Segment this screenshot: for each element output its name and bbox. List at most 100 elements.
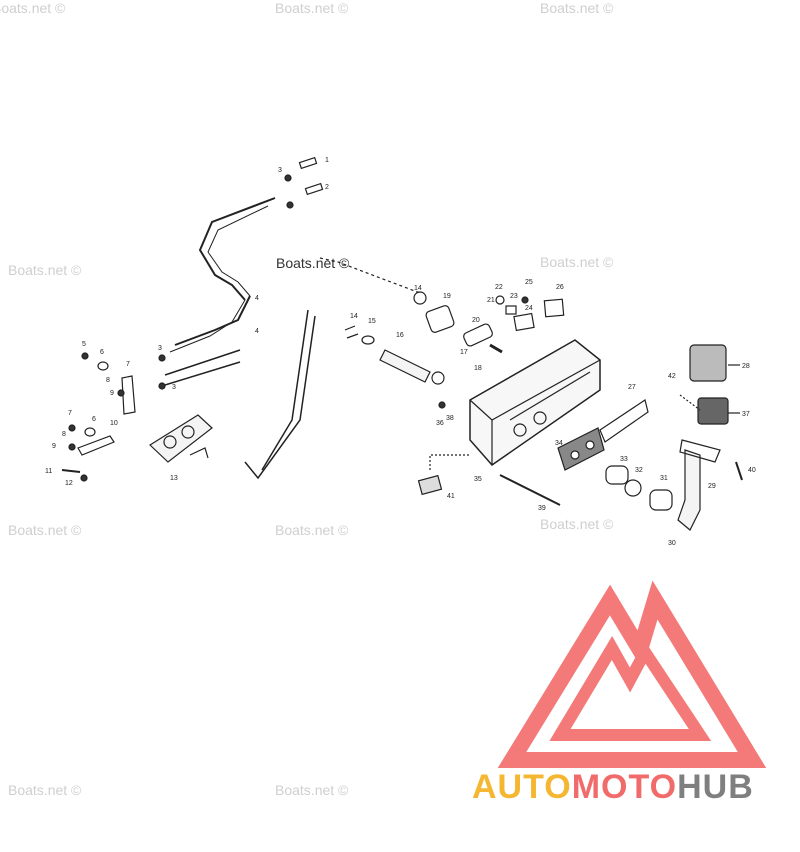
control-box [469,339,601,466]
callout-label: 1 [325,157,329,164]
gasket-hole [570,450,580,460]
callout-label: 13 [170,475,178,482]
callout-label: 3 [278,167,282,174]
link-arm [121,375,136,415]
cam [425,305,455,333]
plate-hole [163,435,177,449]
callout-label: 21 [487,297,495,304]
shaft [463,323,493,347]
lower-cable [164,349,241,376]
callout-label: 3 [172,384,176,391]
callout-label: 7 [126,361,130,368]
shaft-end [489,343,503,354]
callout-label: 30 [668,540,676,547]
callout-label: 15 [368,318,376,325]
watermark: Boats.net © [275,0,349,16]
leader-line [319,257,421,294]
screw [81,352,89,360]
callout-label: 23 [510,293,518,300]
callout-label: 27 [628,384,636,391]
callout-label: 7 [68,410,72,417]
detent [505,305,517,315]
callout-label: 29 [708,483,716,490]
callout-label: 8 [106,377,110,384]
nut [284,174,292,182]
callout-label: 35 [474,476,482,483]
callout-label: 33 [620,456,628,463]
callout-label: 10 [110,420,118,427]
logo-text-hub: HUB [677,768,754,806]
lever [77,435,115,456]
clip-41 [417,474,443,496]
callout-label: 22 [495,284,503,291]
watermark: Boats.net © [8,522,82,538]
callout-label: 14 [414,285,422,292]
callout-label: 14 [350,313,358,320]
watermark: Boats.net © [540,254,614,270]
nut [286,201,294,209]
upper-cable [174,295,251,346]
watermark: Boats.net © [540,516,614,532]
bolt [61,469,81,473]
logo-triangle-outline [497,580,767,768]
cable-route [244,315,316,480]
callout-label: 31 [660,475,668,482]
callout-label: 32 [635,467,643,474]
callout-label: 25 [525,279,533,286]
upper-cable [198,197,276,301]
callout-label: 24 [525,305,533,312]
callout-label: 8 [62,431,66,438]
plate-hole [181,425,195,439]
callout-label: 6 [92,416,96,423]
switch [697,397,729,425]
name-plate [599,399,649,443]
shaft-16 [379,349,431,383]
watermark: Boats.net © [275,782,349,798]
callout-label: 28 [742,363,750,370]
callout-label: 6 [100,349,104,356]
callout-label: 26 [556,284,564,291]
callout-label: 36 [436,420,444,427]
plate-tab [189,447,209,459]
callout-label: 9 [52,443,56,450]
callout-label: 9 [110,390,114,397]
callout-label: 12 [65,480,73,487]
nut [117,389,125,397]
automotohub-logo-mark [497,580,767,768]
bracket [513,312,535,332]
nut [158,354,166,362]
box-hole [513,423,527,437]
watermark: Boats.net © [540,0,614,16]
long-bolt [499,474,561,506]
washer-33 [624,479,642,497]
callout-label: 2 [325,184,329,191]
collar [605,465,629,485]
spring [495,295,505,305]
bushing [413,291,427,305]
handle-bracket [679,439,721,463]
washer [84,427,96,437]
gasket-hole [585,440,595,450]
callout-label: 39 [538,505,546,512]
spring-clip [344,325,359,339]
handle-arm [677,449,701,531]
callout-label: 18 [474,365,482,372]
watermark: Boats.net © [0,0,66,16]
callout-label: 38 [446,415,454,422]
cable-fitting [304,182,324,196]
callout-label: 42 [668,373,676,380]
plate [543,298,565,318]
upper-cable [169,299,246,353]
callout-label: 34 [555,440,563,447]
callout-label: 4 [255,295,259,302]
leader-line [679,394,701,411]
box-label-recess [509,371,591,421]
watermark: Boats.net © [8,262,82,278]
nut [158,382,166,390]
screw [521,296,529,304]
callout-label: 11 [45,468,52,475]
bushing [431,371,445,385]
screw [68,424,76,432]
gasket [557,427,605,471]
